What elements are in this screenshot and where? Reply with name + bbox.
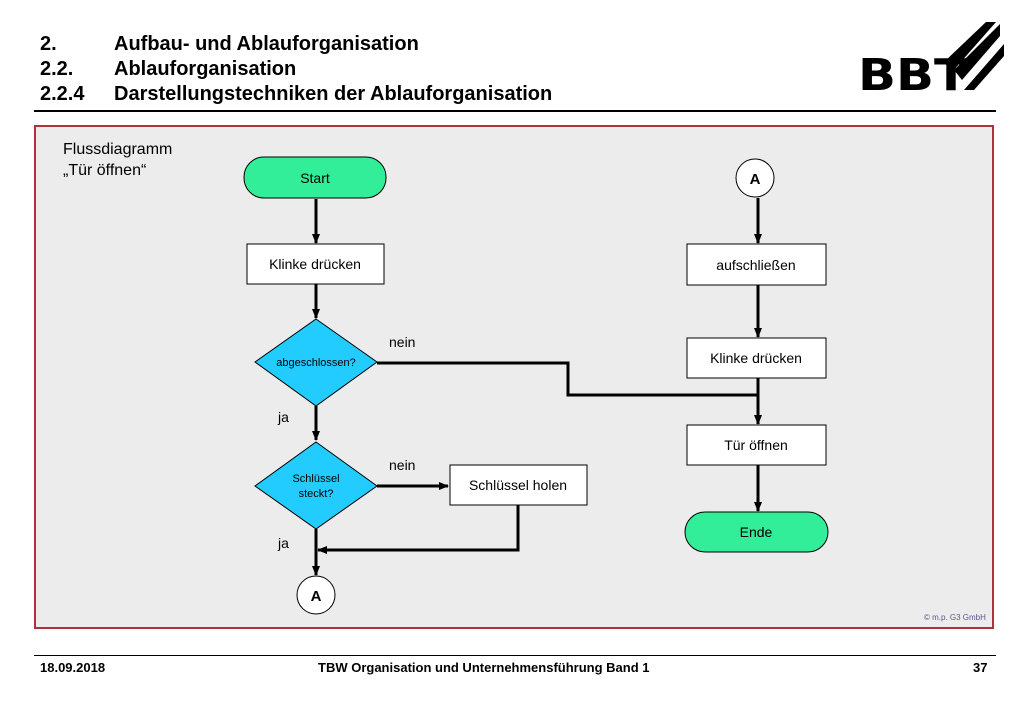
decision-schluessel-label-1: Schlüssel — [292, 473, 339, 485]
flow-arrows — [312, 198, 762, 576]
decision-schluessel-label-2: steckt? — [299, 488, 334, 500]
decision-abgeschlossen-label: abgeschlossen? — [276, 357, 356, 369]
diagram-subtitle: „Tür öffnen“ — [63, 162, 147, 179]
start-terminal — [243, 156, 387, 199]
footer-page-number: 37 — [973, 660, 988, 675]
end-label: Ende — [740, 524, 773, 540]
start-label: Start — [300, 170, 330, 186]
process-schluessel-holen-label: Schlüssel holen — [469, 477, 567, 493]
process-tuer-oeffnen — [686, 424, 827, 466]
heading-number-3: 2.2.4 — [40, 83, 85, 105]
heading-number-2: 2.2. — [40, 58, 74, 80]
decision-abgeschlossen — [254, 318, 378, 407]
process-tuer-oeffnen-label: Tür öffnen — [724, 437, 788, 453]
process-klinke-druecken-1-label: Klinke drücken — [269, 256, 361, 272]
process-aufschliessen-label: aufschließen — [716, 257, 795, 273]
heading-text-3: Darstellungstechniken der Ablauforganisa… — [114, 83, 553, 105]
process-schluessel-holen — [449, 464, 588, 506]
label-ja-1: ja — [277, 409, 289, 425]
footer-title: TBW Organisation und Unternehmensführung… — [318, 660, 650, 675]
process-klinke-druecken-2-label: Klinke drücken — [710, 350, 802, 366]
connector-a-bottom — [296, 575, 336, 615]
connector-a-top-label: A — [750, 171, 761, 188]
process-klinke-druecken-2 — [686, 337, 827, 379]
label-ja-2: ja — [277, 535, 289, 551]
heading-text-2: Ablauforganisation — [114, 58, 297, 80]
process-aufschliessen — [686, 243, 827, 286]
connector-a-bottom-label: A — [311, 588, 322, 605]
connector-a-top — [735, 158, 775, 198]
end-terminal — [684, 511, 829, 553]
heading-text-1: Aufbau- und Ablauforganisation — [114, 33, 419, 55]
footer-divider — [34, 655, 996, 656]
label-nein-1: nein — [389, 334, 415, 350]
arrow-schluessel-holen-back — [317, 505, 520, 554]
heading-number-1: 2. — [40, 33, 57, 55]
bbt-logo: BBT — [858, 22, 1004, 101]
decision-schluessel-steckt — [254, 441, 378, 530]
flowchart-panel — [34, 125, 994, 629]
process-klinke-druecken-1 — [246, 243, 385, 285]
header-divider — [34, 110, 996, 112]
copyright-note: © m.p. G3 GmbH — [924, 613, 986, 622]
diagram-title: Flussdiagramm — [63, 141, 173, 158]
logo-text: BBT — [858, 50, 968, 101]
footer-date: 18.09.2018 — [40, 660, 106, 675]
label-nein-2: nein — [389, 457, 415, 473]
